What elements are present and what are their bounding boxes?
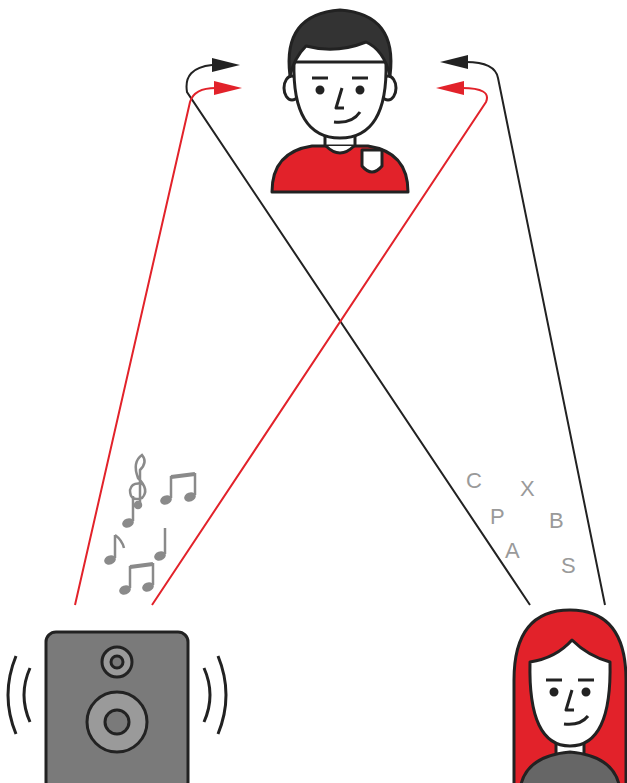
talker-figure xyxy=(514,610,626,783)
arrowhead xyxy=(212,58,240,72)
speaker-figure xyxy=(8,632,226,783)
signal-letter: C xyxy=(466,470,482,492)
listener-figure xyxy=(272,10,408,192)
sound-paths xyxy=(75,62,605,605)
signal-letter: A xyxy=(505,540,520,562)
arrowhead xyxy=(436,81,464,95)
signal-letter: S xyxy=(561,555,576,577)
speech-path xyxy=(466,62,605,605)
music-notes xyxy=(103,455,197,596)
signal-letter: P xyxy=(490,506,505,528)
music-path xyxy=(152,88,487,605)
speech-path xyxy=(187,65,530,605)
arrowhead xyxy=(214,81,242,95)
signal-letter: B xyxy=(549,510,564,532)
signal-letter: X xyxy=(520,478,535,500)
arrowhead xyxy=(440,55,468,69)
music-path xyxy=(75,88,216,605)
